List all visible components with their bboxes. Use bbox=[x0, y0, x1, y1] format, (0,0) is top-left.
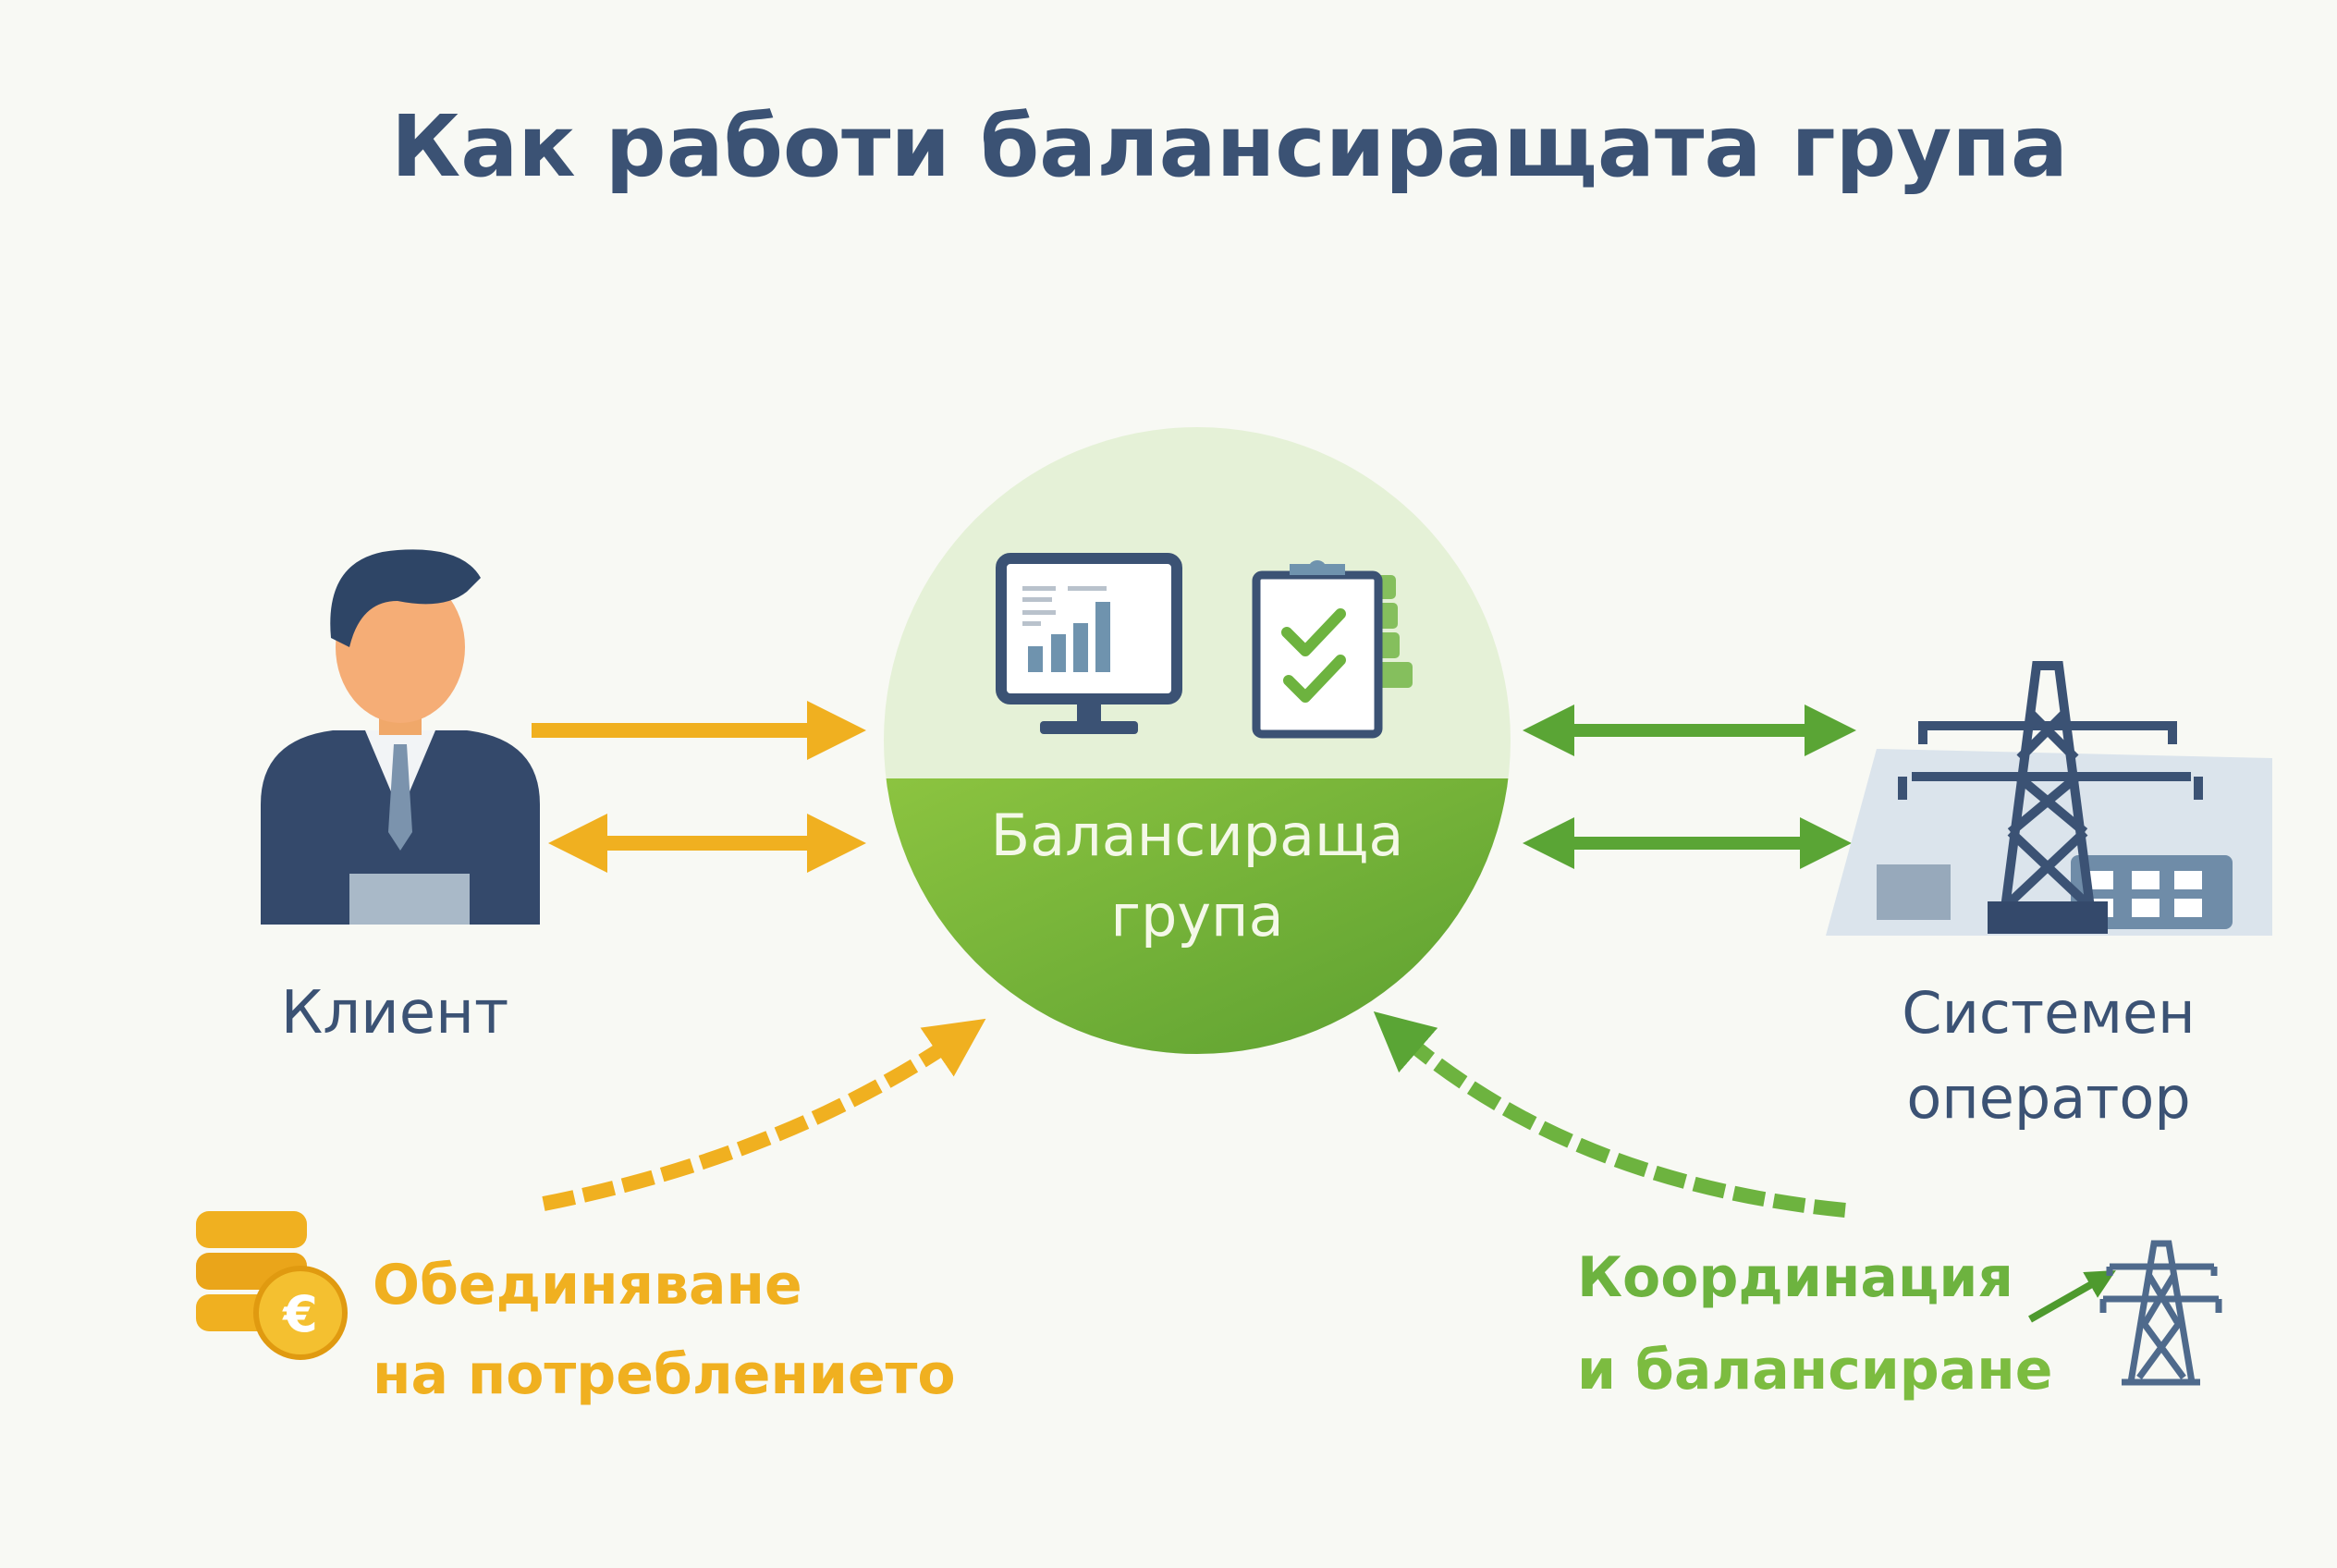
pooling-label-line2: на потреблението bbox=[373, 1342, 956, 1407]
svg-text:€: € bbox=[281, 1285, 318, 1343]
balancing-group-circle: Балансираща група bbox=[884, 427, 1511, 1054]
power-tower-icon bbox=[2099, 1240, 2222, 1386]
page-title: Как работи балансиращата група bbox=[391, 97, 2068, 196]
small-green-arrow bbox=[2028, 1270, 2116, 1323]
transmission-tower-icon bbox=[1826, 661, 2272, 936]
operator-label-line2: оператор bbox=[1906, 1064, 2190, 1132]
center-label-line1: Балансираща bbox=[991, 802, 1404, 869]
operator-label-line1: Системен bbox=[1902, 979, 2195, 1047]
coordination-dashed-arrow bbox=[1373, 1011, 1846, 1218]
coordination-label-line1: Координация bbox=[1577, 1245, 2013, 1310]
coordination-label-line2: и балансиране bbox=[1577, 1338, 2052, 1403]
clipboard-checklist-icon bbox=[1252, 559, 1413, 739]
euro-coins-icon: € bbox=[196, 1211, 348, 1360]
monitor-chart-icon bbox=[996, 553, 1182, 734]
center-label-line2: група bbox=[1110, 882, 1283, 949]
client-person-icon bbox=[261, 549, 540, 925]
pooling-label-line1: Обединяване bbox=[373, 1253, 802, 1317]
pooling-dashed-arrow bbox=[542, 1018, 986, 1211]
client-label: Клиент bbox=[281, 979, 508, 1047]
